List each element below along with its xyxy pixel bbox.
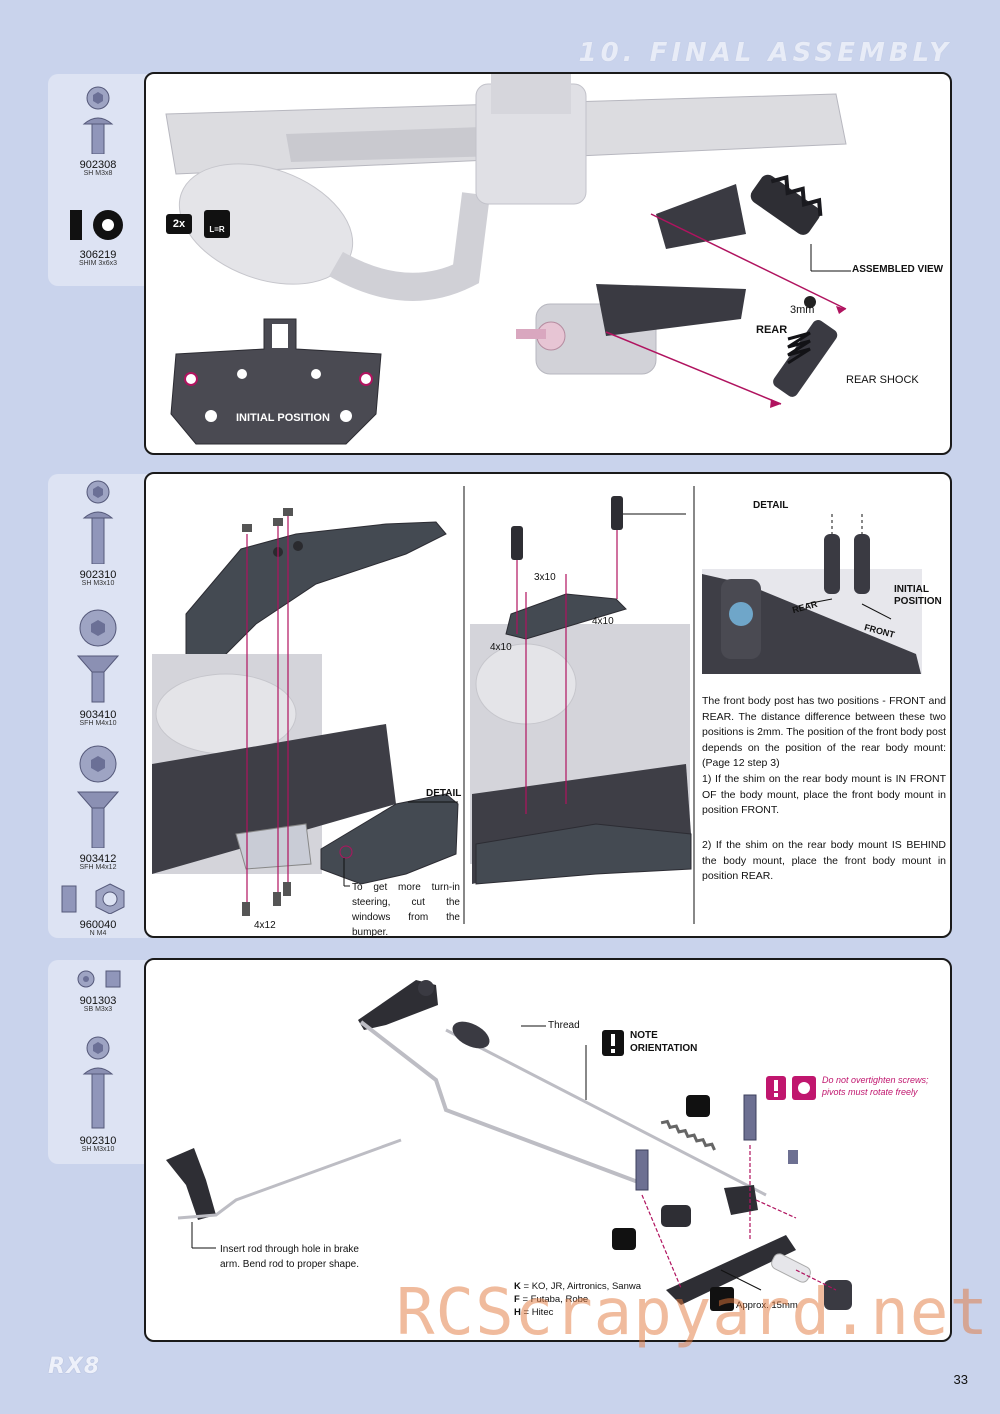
button-head-screw-icon [82,86,114,155]
part-code: 306219 [79,249,117,261]
part-code: 902308 [79,159,117,171]
front-body-mount-illustration [152,486,922,924]
servo-brand-key: F [514,1294,520,1305]
servo-brand-legend: K = KO, JR, Airtronics, Sanwa F = Futaba… [514,1280,641,1319]
servo-brand-list: KO, JR, Airtronics, Sanwa [531,1281,641,1292]
shim-in-front-instruction: 1) If the shim on the rear body mount is… [702,773,946,816]
servo-brand-key: K [514,1281,521,1292]
part-903412: 903412 SFH M4x12 [48,744,148,871]
flat-head-screw-icon [76,745,120,849]
shim-behind-instruction: 2) If the shim on the rear body mount IS… [702,839,946,882]
servo-brand-f: F = Futaba, Robe [514,1294,589,1305]
shim-icon [70,210,123,240]
part-code: 902310 [79,1135,117,1147]
approx-length-label: Approx. 15mm [736,1300,798,1311]
part-code: 902310 [79,569,117,581]
servo-brand-list: Futaba, Robe [530,1294,589,1305]
servo-brand-h: H = Hitec [514,1307,554,1318]
button-head-screw-icon [82,1036,114,1129]
nut-icon [61,883,125,915]
servo-brand-key: H [514,1307,521,1318]
parts-sidebar-2: 902310 SH M3x10 903410 SFH M4x10 903412 … [48,474,148,938]
parts-sidebar-1: 902308 SH M3x8 306219 SHIM 3x6x3 [48,74,148,286]
body-post-explanation: The front body post has two positions - … [702,695,946,769]
parts-sidebar-3: 901303 SB M3x3 902310 SH M3x10 [48,960,148,1164]
brand-logo: RX8 [48,1354,101,1379]
detail-label-left: DETAIL [426,788,462,799]
screw-size-4x10-left: 4x10 [490,642,512,653]
part-desc: SH M3x10 [81,580,115,587]
thread-label: Thread [548,1020,580,1031]
part-desc: N M4 [89,930,107,937]
screw-size-3x10: 3x10 [534,572,556,583]
part-code: 960040 [79,919,117,931]
rear-shock-label: REAR SHOCK [846,374,919,386]
part-code: 903410 [79,709,117,721]
step-panel-1: 2x L=R ASSEMBLED VIEW 3mm REAR REAR SHOC… [144,72,952,455]
part-306219: 306219 SHIM 3x6x3 [48,206,148,267]
button-head-screw-icon [82,480,114,565]
part-code: 903412 [79,853,117,865]
part-901303: 901303 SB M3x3 [48,968,148,1013]
servo-brand-k: K = KO, JR, Airtronics, Sanwa [514,1281,641,1292]
part-desc: SFH M4x10 [79,720,117,727]
part-902310: 902310 SH M3x10 [48,1034,148,1153]
part-desc: SH M3x10 [81,1146,115,1153]
watermark: RCScrapyard.net [396,1276,989,1350]
initial-position-label: INITIAL POSITION [894,584,942,607]
rear-shock-assembly-illustration [165,74,851,445]
set-screw-icon [77,970,121,988]
quantity-badge: 2x [166,214,192,234]
part-903410: 903410 SFH M4x10 [48,608,148,727]
detail-label-right: DETAIL [753,500,789,511]
part-960040: 960040 N M4 [48,882,148,937]
initial-position-label: INITIAL POSITION [236,412,330,424]
orientation-label: ORIENTATION [630,1043,698,1054]
servo-brand-list: Hitec [531,1307,554,1318]
part-902308: 902308 SH M3x8 [48,84,148,177]
page-number: 33 [953,1372,968,1387]
cut-windows-note: To get more turn-in steering, cut the wi… [352,882,460,938]
part-902310: 902310 SH M3x10 [48,478,148,587]
step-panel-3: Thread NOTE ORIENTATION Do not overtight… [144,958,952,1342]
brake-linkage-illustration [166,980,852,1311]
overtighten-warning: Do not overtighten screws; pivots must r… [822,1075,929,1097]
assembled-view-label: ASSEMBLED VIEW [852,264,944,275]
screw-size-4x12: 4x12 [254,920,276,931]
screw-size-4x10-right: 4x10 [592,616,614,627]
note-label: NOTE [630,1030,658,1041]
part-code: 901303 [79,995,117,1007]
part-desc: SB M3x3 [83,1006,113,1013]
symmetry-badge: L=R [204,210,230,238]
part-desc: SH M3x8 [83,170,113,177]
part-desc: SHIM 3x6x3 [78,260,118,267]
spacer-label: 3mm [790,304,815,316]
rear-label: REAR [756,324,788,336]
step-panel-2: DETAIL 4x12 To get more turn-in steering… [144,472,952,938]
part-desc: SFH M4x12 [79,864,117,871]
insert-rod-instruction: Insert rod through hole in brake arm. Be… [220,1244,359,1270]
page-title: 10. FINAL ASSEMBLY [578,38,952,68]
flat-head-screw-icon [76,609,120,703]
